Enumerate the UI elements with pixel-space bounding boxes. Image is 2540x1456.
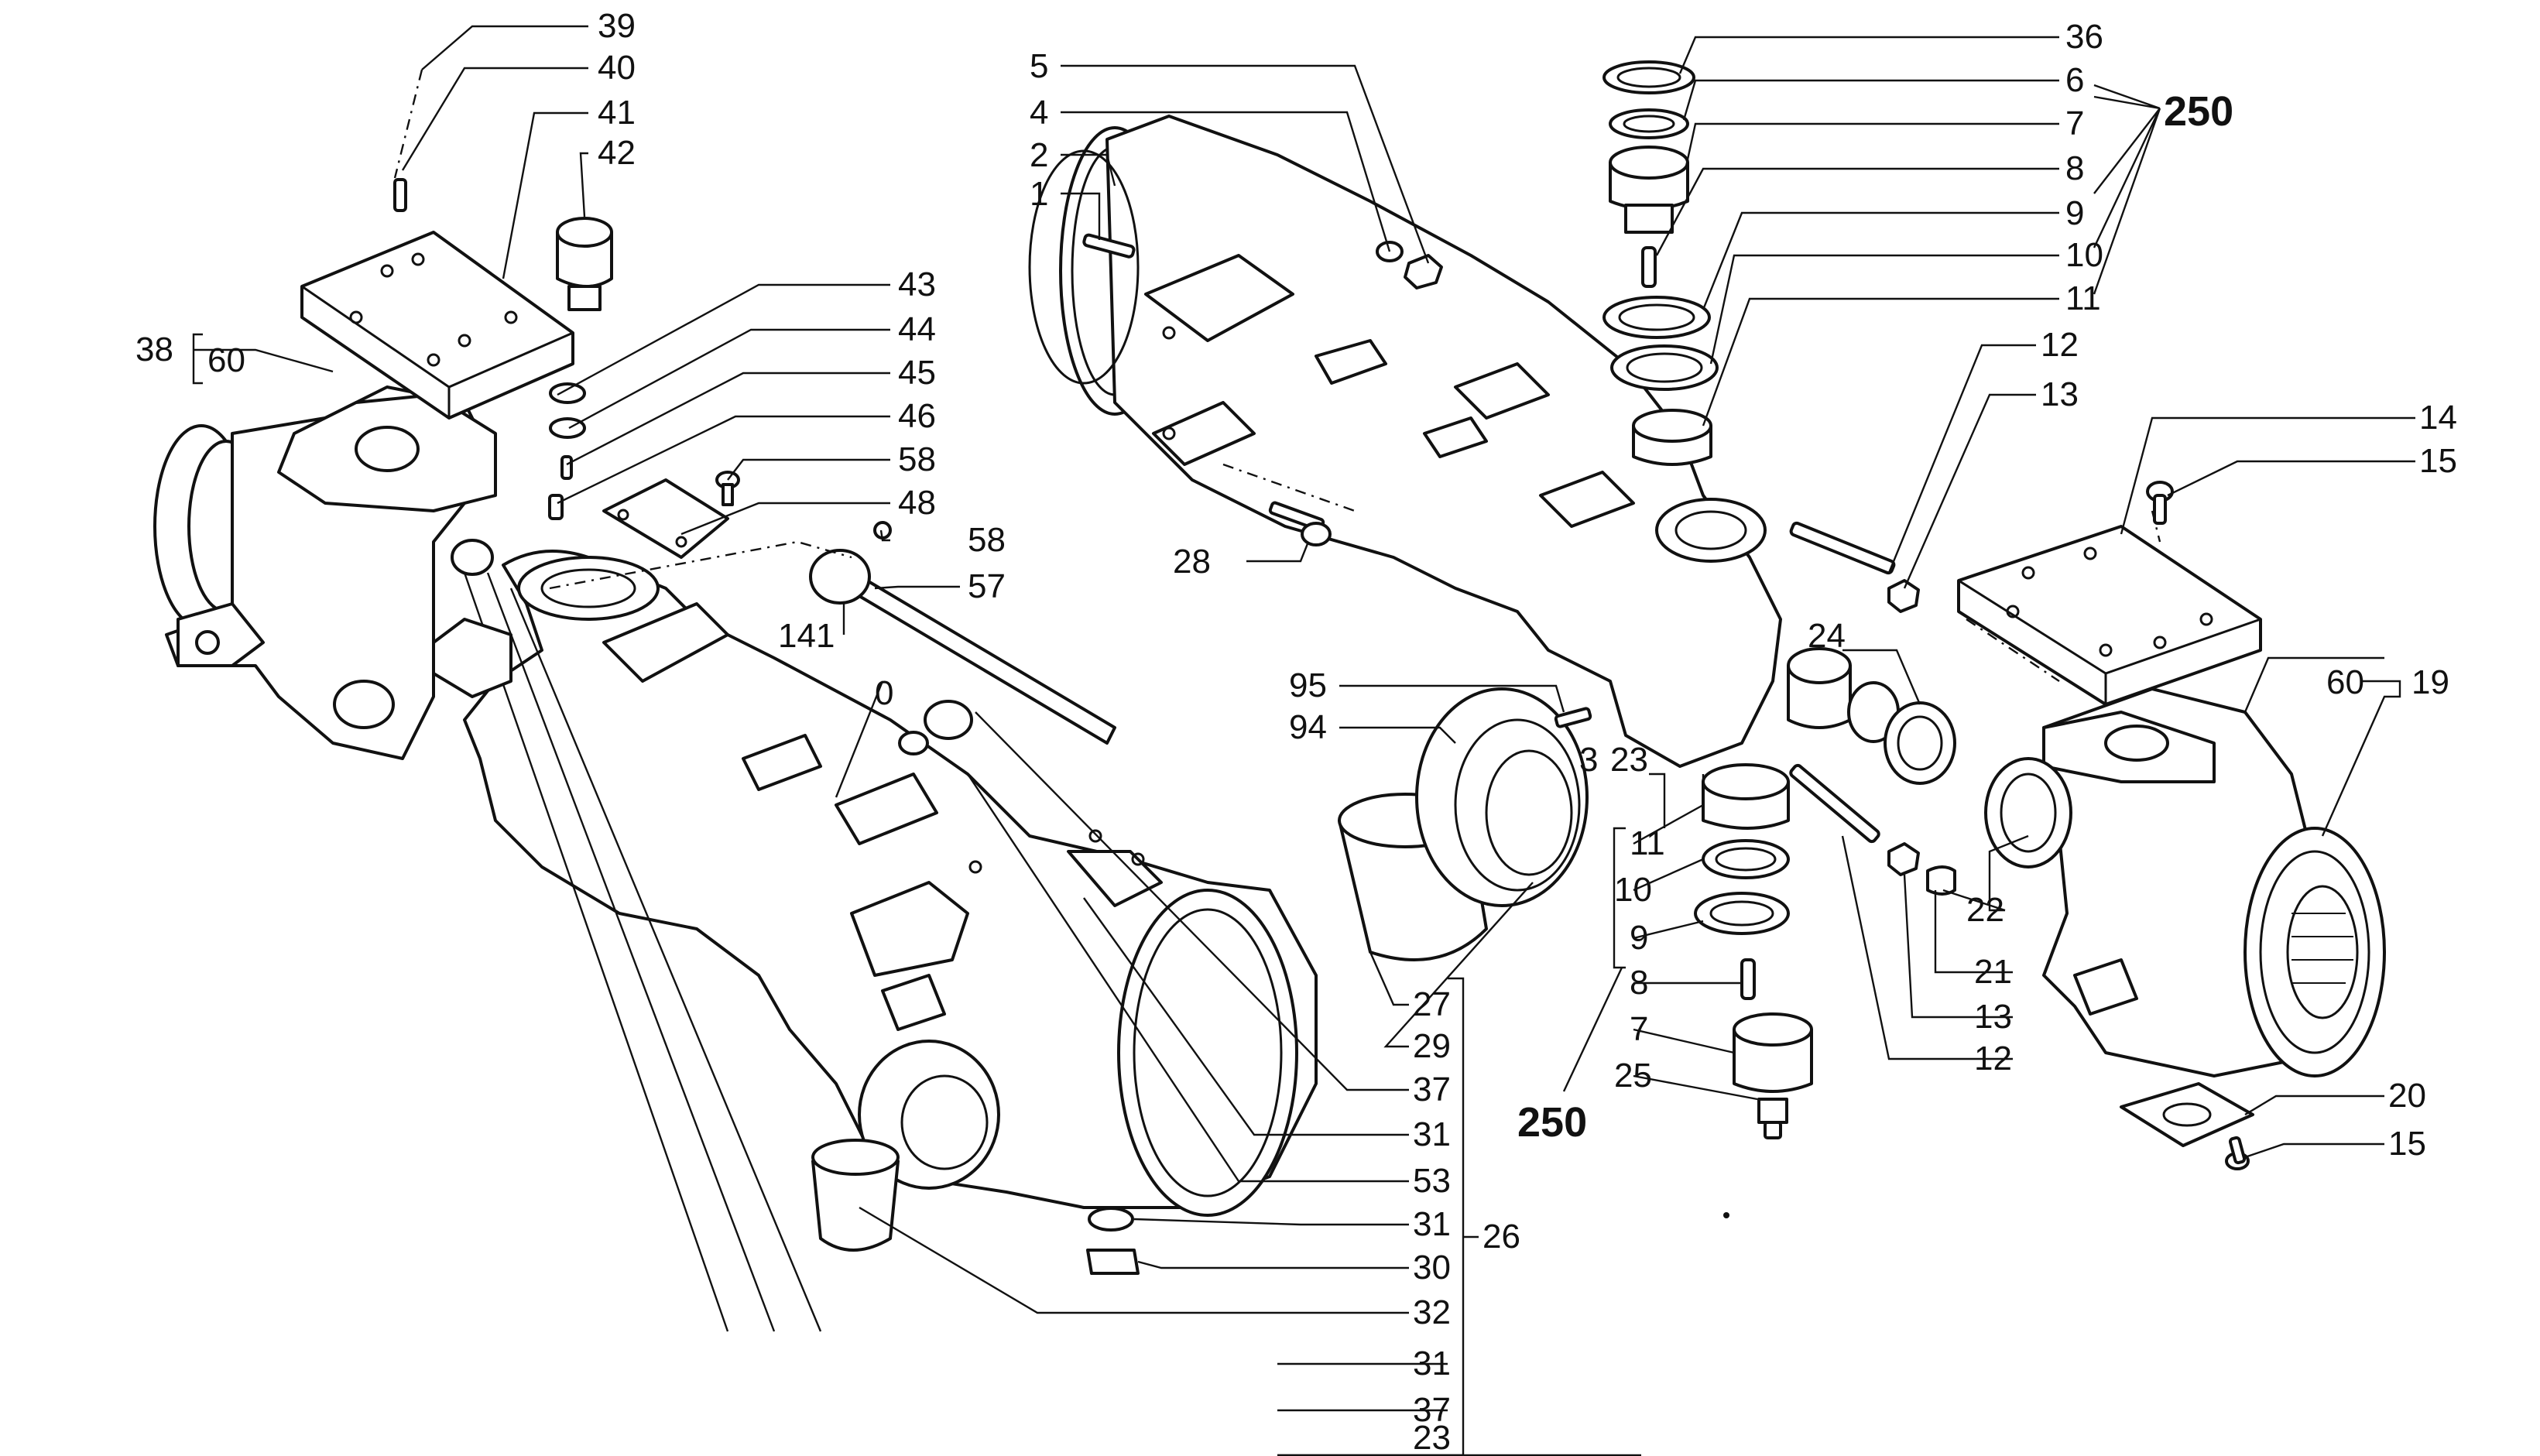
callout-29: 29 (1413, 1027, 1451, 1065)
callout-43: 43 (898, 266, 936, 303)
callout-5: 5 (1030, 47, 1048, 85)
callout-30: 30 (1413, 1249, 1451, 1286)
callout-31-c: 31 (1413, 1345, 1451, 1382)
callout-10-lower: 10 (1614, 871, 1652, 909)
callout-250-upper: 250 (2164, 88, 2233, 135)
callout-46: 46 (898, 397, 936, 435)
king-pin-42 (556, 217, 613, 311)
right-cover-plate (1957, 525, 2262, 706)
callout-25: 25 (1614, 1057, 1652, 1095)
callout-250-lower: 250 (1517, 1099, 1587, 1146)
callout-58-upper: 58 (898, 440, 936, 478)
callout-57: 57 (968, 567, 1006, 605)
callout-40: 40 (598, 49, 636, 87)
kingpin-stack-bottom (1694, 763, 1813, 1139)
callout-20: 20 (2388, 1077, 2426, 1115)
bearing-29-94 (1415, 687, 1589, 907)
callout-13-upper: 13 (2041, 375, 2079, 413)
callout-45: 45 (898, 354, 936, 392)
callout-14: 14 (2419, 399, 2457, 437)
callout-0: 0 (875, 674, 893, 712)
callout-22: 22 (1966, 891, 2004, 929)
callout-39: 39 (598, 7, 636, 45)
right-axle-housing (1059, 115, 1782, 768)
callout-94: 94 (1289, 708, 1327, 746)
left-steering-knuckle (153, 385, 497, 760)
bolt-28 (1268, 501, 1332, 546)
callout-37-lower: 37 (1413, 1391, 1451, 1429)
callout-12-lower: 12 (1974, 1040, 2012, 1077)
bolt-12-upper (1789, 521, 1920, 613)
callout-23-upper: 23 (1610, 741, 1648, 779)
seal-cover-48 (602, 478, 729, 559)
callout-1: 1 (1030, 175, 1048, 213)
callout-60-left: 60 (207, 341, 245, 379)
callout-23-lower: 23 (1413, 1419, 1451, 1456)
callout-58-lower: 58 (968, 521, 1006, 559)
callout-41: 41 (598, 94, 636, 132)
o-ring-2 (1028, 149, 1140, 385)
callout-9-upper: 9 (2065, 194, 2084, 232)
bolt-12-lower (1789, 763, 1956, 896)
stud-1 (1082, 233, 1136, 259)
right-steering-knuckle (1984, 687, 2386, 1077)
left-axle-housing (463, 550, 1318, 1217)
callout-11-upper: 11 (2065, 279, 2101, 317)
bolt-95 (1554, 707, 1592, 728)
callout-6-upper: 6 (2065, 61, 2084, 99)
callout-36: 36 (2065, 18, 2103, 56)
callout-37-upper: 37 (1413, 1071, 1451, 1108)
bolt-15-lower (2225, 1136, 2250, 1170)
callout-60-right: 60 (2326, 663, 2364, 701)
callout-48: 48 (898, 484, 936, 522)
callout-12-upper: 12 (2041, 326, 2079, 364)
callout-26: 26 (1483, 1218, 1520, 1256)
callout-7-upper: 7 (2065, 104, 2084, 142)
callout-24: 24 (1808, 617, 1846, 655)
callout-4: 4 (1030, 94, 1048, 132)
tie-rod-57 (809, 549, 1116, 745)
axle-shaft-lines (432, 539, 822, 1332)
bearing-24 (1787, 647, 1956, 785)
callout-141: 141 (778, 617, 835, 655)
callout-8-lower: 8 (1630, 964, 1648, 1002)
callout-7-lower: 7 (1630, 1010, 1648, 1048)
callout-8-upper: 8 (2065, 149, 2084, 187)
callout-labels: 39 40 41 42 43 44 45 46 58 48 58 57 141 … (135, 7, 2457, 1456)
bushing-32 (811, 1139, 900, 1252)
callout-11-lower: 11 (1630, 824, 1665, 862)
callout-38: 38 (135, 331, 173, 368)
callout-42: 42 (598, 134, 636, 172)
callout-15-upper: 15 (2419, 442, 2457, 480)
callout-3: 3 (1579, 741, 1598, 779)
callout-15-lower: 15 (2388, 1125, 2426, 1163)
kingpin-stack-top (1602, 60, 1719, 466)
left-cover-plate (300, 231, 574, 420)
callout-9-lower: 9 (1630, 919, 1648, 957)
callout-44: 44 (898, 310, 936, 348)
leader-lines (194, 25, 2415, 1456)
bolt-15-upper (2146, 481, 2174, 525)
callout-2: 2 (1030, 136, 1048, 174)
callout-53: 53 (1413, 1162, 1451, 1200)
callout-21: 21 (1974, 953, 2012, 991)
callout-27: 27 (1413, 985, 1451, 1023)
callout-32: 32 (1413, 1293, 1451, 1331)
callout-10-upper: 10 (2065, 236, 2103, 274)
plug-and-washer-0 (898, 700, 973, 755)
gasket-20 (2120, 1082, 2254, 1147)
callout-95: 95 (1289, 666, 1327, 704)
callout-13-lower: 13 (1974, 998, 2012, 1036)
callout-19: 19 (2411, 663, 2449, 701)
callout-31-b: 31 (1413, 1205, 1451, 1243)
callout-31-a: 31 (1413, 1115, 1451, 1153)
seal-30-31 (1086, 1207, 1140, 1275)
callout-28: 28 (1173, 543, 1211, 581)
